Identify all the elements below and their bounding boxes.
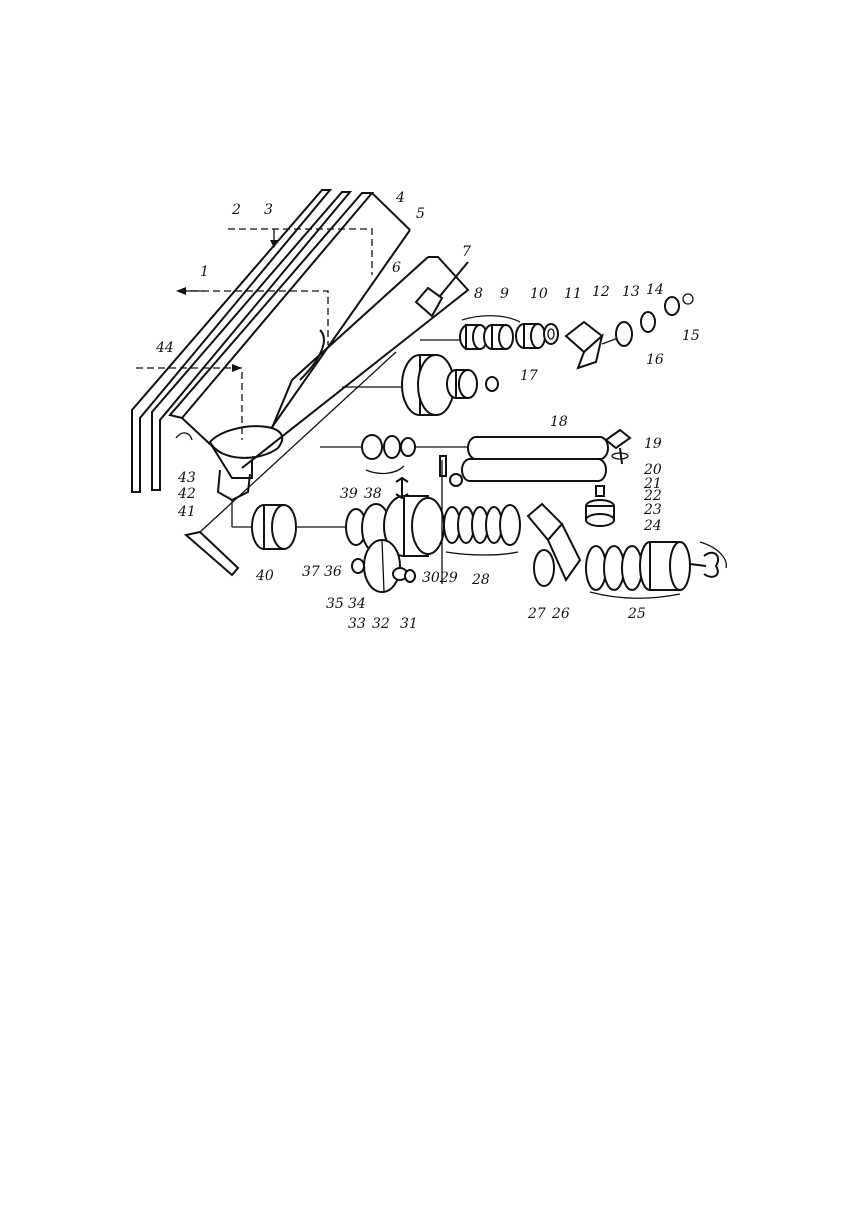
label-34: 34 — [348, 596, 366, 612]
label-27: 27 — [527, 606, 546, 622]
label-5: 5 — [416, 206, 425, 222]
label-32: 32 — [372, 616, 390, 632]
label-35: 35 — [326, 596, 344, 612]
label-8: 8 — [474, 286, 483, 302]
label-13: 13 — [622, 284, 640, 300]
reticle-assembly — [351, 539, 416, 593]
label-3: 3 — [264, 202, 273, 218]
label-19: 19 — [644, 436, 662, 452]
label-2: 2 — [231, 202, 241, 218]
label-41: 41 — [177, 504, 196, 520]
label-40: 40 — [255, 568, 274, 584]
label-28: 28 — [471, 572, 490, 588]
label-30: 30 — [422, 570, 440, 586]
label-24: 24 — [643, 518, 662, 534]
label-6: 6 — [392, 260, 401, 276]
label-37: 37 — [302, 564, 320, 580]
lamp-assembly — [585, 485, 615, 527]
label-38: 38 — [364, 486, 382, 502]
label-22: 22 — [643, 488, 662, 504]
label-9: 9 — [500, 286, 509, 302]
label-14: 14 — [646, 282, 664, 298]
label-29: 29 — [439, 570, 458, 586]
label-23: 23 — [643, 502, 662, 518]
label-12: 12 — [592, 284, 610, 300]
window-plates — [131, 189, 411, 493]
label-25: 25 — [627, 606, 646, 622]
label-17: 17 — [520, 368, 538, 384]
field-lens-train — [342, 354, 499, 416]
long-tubes — [320, 428, 632, 487]
label-1: 1 — [200, 264, 209, 280]
label-4: 4 — [395, 190, 405, 206]
label-7: 7 — [462, 244, 471, 260]
lower-plate — [183, 351, 397, 577]
label-36: 36 — [324, 564, 342, 580]
lead-lines — [175, 315, 681, 599]
secondary-plate — [241, 256, 470, 469]
beam-paths — [136, 228, 373, 440]
label-21: 21 — [643, 476, 662, 492]
upper-optical-train — [414, 261, 694, 370]
part-labels: 1 2 3 4 5 6 7 8 9 10 11 12 13 14 15 16 1… — [155, 190, 700, 632]
label-43: 43 — [177, 470, 196, 486]
label-18: 18 — [550, 414, 568, 430]
label-39: 39 — [340, 486, 358, 502]
label-20: 20 — [643, 462, 662, 478]
label-44: 44 — [155, 340, 174, 356]
label-26: 26 — [551, 606, 570, 622]
label-10: 10 — [530, 286, 548, 302]
label-31: 31 — [400, 616, 418, 632]
label-16: 16 — [646, 352, 664, 368]
label-33: 33 — [348, 616, 366, 632]
label-11: 11 — [564, 286, 582, 302]
main-optical-axis — [231, 460, 727, 591]
label-15: 15 — [682, 328, 700, 344]
label-42: 42 — [177, 486, 196, 502]
